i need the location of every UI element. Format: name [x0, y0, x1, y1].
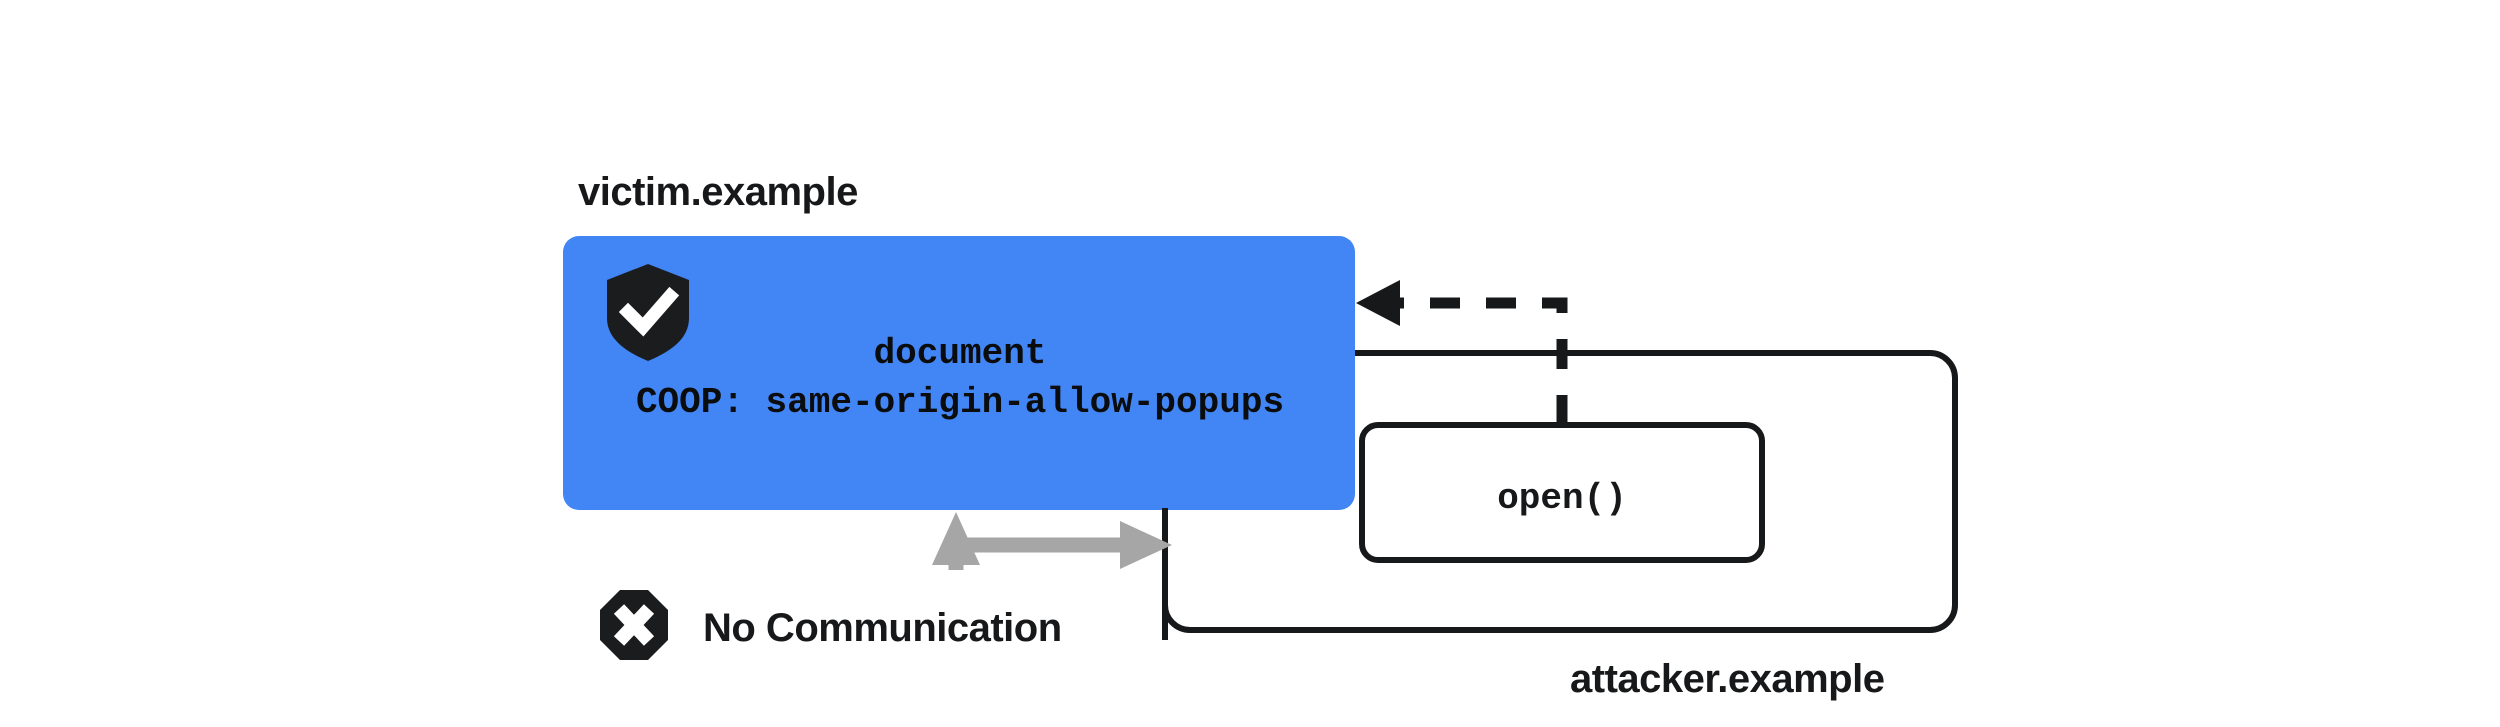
attacker-origin-label: attacker.example — [1570, 657, 1884, 701]
no-communication-arrow — [932, 512, 1172, 570]
attacker-frame-outline — [1162, 350, 1958, 633]
opener-arrowhead — [1356, 280, 1400, 326]
victim-origin-label: victim.example — [578, 170, 858, 214]
no-communication-label: No Communication — [703, 606, 1062, 650]
attacker-popup-label: open() — [1497, 478, 1627, 519]
no-communication-arrowhead-up — [932, 512, 980, 565]
opener-dashed-arrow — [1356, 280, 1568, 425]
victim-coop-header: COOP: same-origin-allow-popups — [636, 382, 1284, 423]
no-communication-arrowhead-right — [1120, 521, 1172, 569]
octagon-x-icon — [600, 590, 668, 660]
victim-document-label: document — [874, 333, 1047, 374]
shield-check-icon — [607, 264, 689, 361]
victim-document-box — [563, 236, 1355, 510]
